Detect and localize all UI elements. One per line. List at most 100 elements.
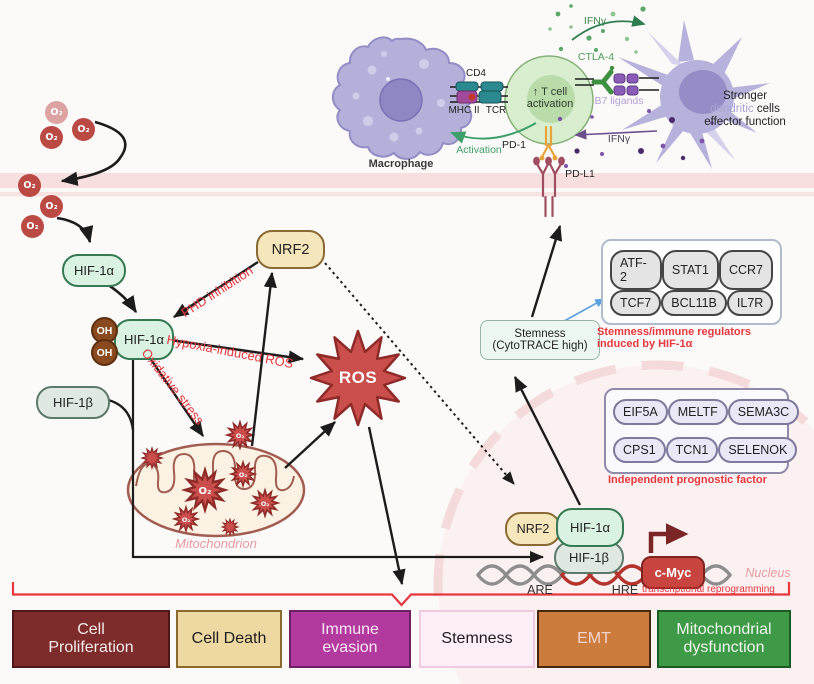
cd4-icon — [455, 81, 479, 92]
arrow-hypoxia-induced-ros — [169, 338, 305, 364]
outcome-label: Cell Proliferation — [48, 620, 134, 656]
gene-row: ATF-2 STAT1 CCR7 — [610, 250, 773, 290]
outcome-immune-evasion: Immune evasion — [289, 610, 411, 668]
o2-molecule: O₂ — [18, 174, 41, 197]
gene-pill-stat1: STAT1 — [661, 250, 719, 290]
stemness-regulators-caption: Stemness/immune regulators induced by HI… — [597, 326, 752, 350]
outcome-label: Stemness — [441, 629, 513, 647]
gene-row: EIF5A MELTF SEMA3C — [613, 399, 800, 425]
outcomes-bracket — [11, 582, 791, 607]
mhc2-label: MHC II — [448, 105, 480, 116]
arrow-o2-into-cell — [60, 120, 127, 186]
superoxide-label: O₂ — [239, 471, 248, 479]
mhc-tcr-cd4-complex — [450, 81, 508, 104]
outcome-cell-death: Cell Death — [176, 610, 282, 668]
o2-molecule: O₂ — [40, 126, 63, 149]
mitochondrion-label: Mitochondrion — [175, 536, 257, 551]
hif1a-nuclear-node: HIF-1α — [556, 508, 624, 547]
gene-pill-bcl11b: BCL11B — [661, 290, 727, 316]
macrophage-cell — [331, 36, 474, 160]
b7-ligand-icon — [613, 73, 639, 96]
superoxide-label: O₂ — [182, 516, 191, 524]
arrow-hif1a-hydroxylation — [104, 281, 138, 314]
hif1b-node: HIF-1β — [36, 386, 110, 419]
pd1-label: PD-1 — [502, 139, 526, 151]
outcome-stemness: Stemness — [419, 610, 535, 668]
t-cell-activation-line1: ↑ T cell — [532, 86, 568, 98]
ros-star-icon — [309, 329, 407, 427]
gene-row: TCF7 BCL11B IL7R — [610, 290, 774, 316]
tcr-icon — [478, 90, 502, 104]
superoxide-label: O₂ — [236, 432, 245, 440]
gene-pill-meltf: MELTF — [667, 399, 728, 425]
gene-pill-tcn1: TCN1 — [665, 437, 719, 463]
superoxide-bursts: O₂ O₂ O₂ O₂ O₂ — [141, 421, 279, 536]
t-cell-nucleus — [527, 75, 575, 123]
arrow-stemness-to-pdl1 — [530, 224, 563, 318]
prognostic-caption: Independent prognostic factor — [608, 474, 767, 486]
pathway-arrows — [56, 120, 582, 586]
dendritic-effector-label: Stronger dendritic cells effector functi… — [690, 90, 800, 129]
ctla4-b7-complex — [575, 65, 659, 96]
stemness-cytotrace-node: Stemness (CytoTRACE high) — [480, 320, 600, 360]
cells-word: cells — [756, 102, 780, 115]
outcome-label: Immune evasion — [321, 620, 379, 656]
dendritic-word: dendritic — [710, 102, 754, 115]
hre-label: HRE — [611, 583, 639, 597]
prognostic-genes-box: EIF5A MELTF SEMA3C CPS1 TCN1 SELENOK — [604, 388, 800, 474]
nucleus-label: Nucleus — [745, 566, 791, 580]
arrow-hif-to-nucleus — [131, 357, 545, 564]
stemness-line2: (CytoTRACE high) — [492, 340, 588, 352]
gene-pill-atf2: ATF-2 — [610, 250, 662, 290]
gene-pill-ccr7: CCR7 — [718, 250, 773, 290]
transcription-start-arrow — [648, 523, 689, 553]
t-cell-activation-label: ↑ T cell activation — [519, 86, 581, 111]
cmyc-node: c-Myc — [641, 556, 705, 589]
are-label: ARE — [527, 583, 553, 597]
gene-pill-sema3c: SEMA3C — [727, 399, 800, 425]
b7-ligands-label: B7 ligands — [594, 95, 644, 107]
o2-molecule: O₂ — [45, 101, 68, 124]
dendritic-nucleus — [679, 70, 727, 114]
dendritic-cell — [618, 20, 770, 169]
superoxide-label: O₂ — [261, 500, 270, 508]
stronger-line2: dendritic cells — [690, 103, 800, 116]
gene-pill-tcf7: TCF7 — [610, 290, 662, 316]
ifn-gamma-arrow-to-dendritic — [571, 15, 646, 41]
pd1-receptor-icon — [539, 125, 558, 161]
gene-pill-eif5a: EIF5A — [613, 399, 668, 425]
antigen-peptide-icon — [468, 93, 476, 101]
gene-row: CPS1 TCN1 SELENOK — [613, 437, 798, 463]
arrow-ros-to-outcomes — [367, 426, 406, 586]
macrophage-nucleus — [379, 78, 423, 122]
gene-pill-il7r: IL7R — [726, 290, 774, 316]
t-cell-activation-line2: activation — [526, 98, 574, 111]
activation-label: Activation — [456, 144, 502, 156]
nrf2-node: NRF2 — [256, 230, 325, 269]
o2-molecule: O₂ — [72, 118, 95, 141]
arrow-o2-to-hif1a — [56, 216, 94, 244]
stronger-line3: effector function — [704, 115, 786, 128]
superoxide-label: O₂ — [199, 486, 212, 497]
outcome-label: EMT — [577, 629, 611, 647]
o2-molecule: O₂ — [40, 195, 63, 218]
nrf2-nuclear-node: NRF2 — [505, 512, 561, 546]
pdl1-receptor-icon — [533, 156, 565, 218]
ros-label: ROS — [338, 368, 378, 387]
arrow-oxidative-stress — [149, 357, 204, 437]
oh-group: OH — [91, 339, 118, 366]
plasma-membrane — [0, 173, 814, 197]
outcome-label: Mitochondrial dysfunction — [676, 620, 772, 656]
transcriptional-reprogramming-label: transcriptional reprogramming — [642, 584, 775, 595]
cd4-label: CD4 — [465, 68, 486, 79]
t-cell — [504, 55, 594, 145]
stronger-line1: Stronger — [722, 90, 768, 102]
ifn-gamma-top-label: IFNγ — [583, 15, 607, 27]
cd4-icon — [480, 81, 504, 92]
arrow-nrf2-to-nucleus-dotted — [324, 262, 515, 485]
gene-pill-selenok: SELENOK — [718, 437, 798, 463]
arrow-mito-to-ros — [284, 421, 336, 469]
outcome-cell-proliferation: Cell Proliferation — [12, 610, 170, 668]
gene-pill-cps1: CPS1 — [613, 437, 666, 463]
